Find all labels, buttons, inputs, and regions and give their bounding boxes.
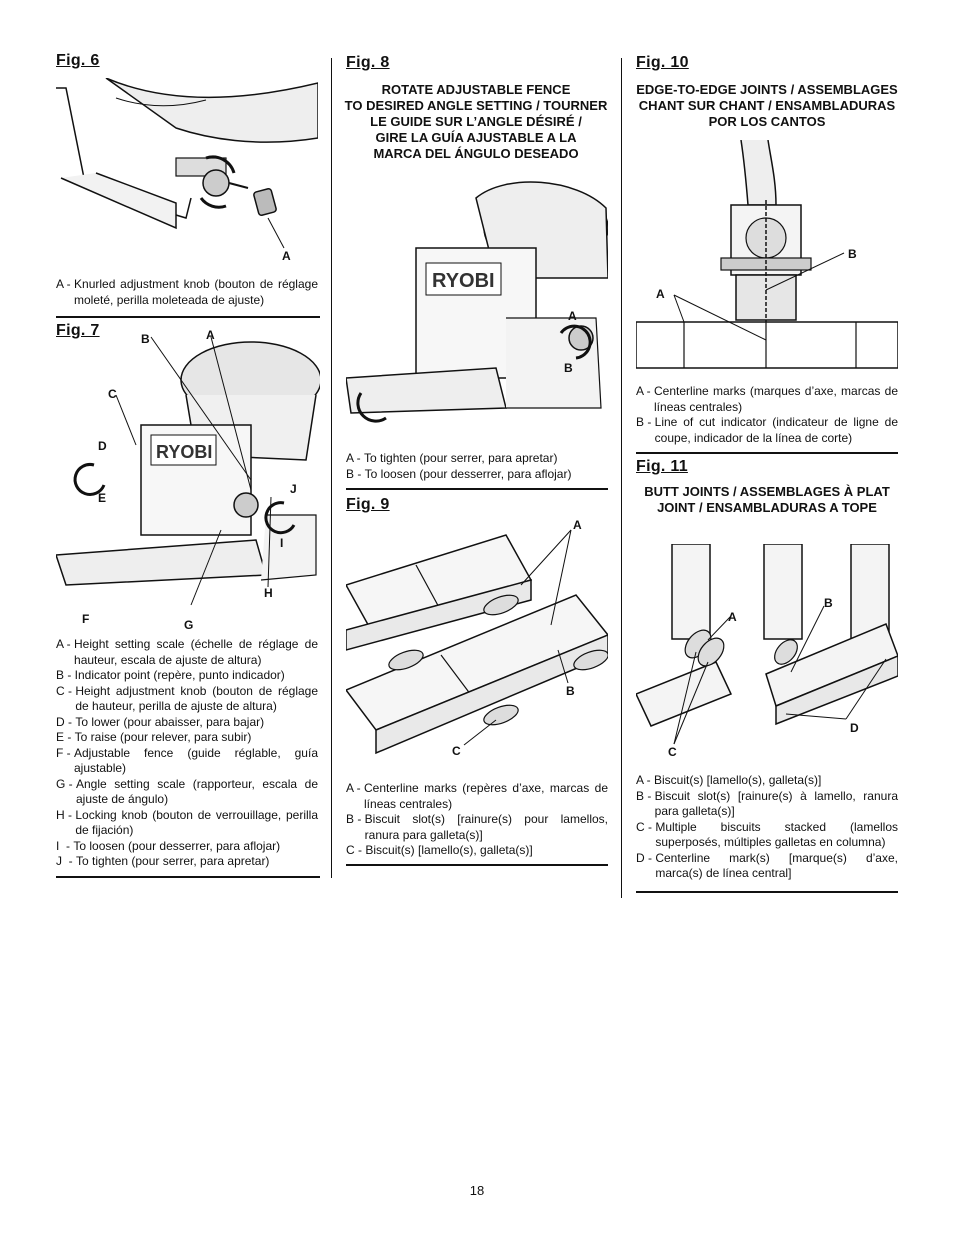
fig8-caption: ROTATE ADJUSTABLE FENCE TO DESIRED ANGLE… — [344, 82, 608, 161]
fig10-illustration: A B — [636, 140, 898, 370]
fig11-label-b: B — [824, 596, 833, 610]
fig11-caption: BUTT JOINTS / ASSEMBLAGES À PLAT JOINT /… — [644, 484, 890, 515]
fig7-label-f: F — [82, 612, 89, 626]
legend-item: A - To tighten (pour serrer, para apreta… — [346, 451, 558, 465]
legend-item: C - Height adjustment knob (bouton de ré… — [56, 683, 318, 714]
fig7-legend: A - Height setting scale (échelle de rég… — [56, 637, 318, 870]
fig6-illustration: A — [56, 78, 318, 268]
fig7-label-i: I — [280, 536, 283, 550]
divider — [636, 452, 898, 454]
fig10-title: Fig. 10 — [636, 54, 689, 71]
fig6-title: Fig. 6 — [56, 52, 100, 69]
legend-item: C - Multiple biscuits stacked (lamellos … — [636, 819, 898, 850]
butt-joint-drawing: A B C D — [636, 544, 898, 759]
legend-item: G - Angle setting scale (rapporteur, esc… — [56, 776, 318, 807]
fig7-title: Fig. 7 — [56, 322, 100, 339]
divider — [346, 488, 608, 490]
legend-item: C - Biscuit(s) [lamello(s), galleta(s)] — [346, 843, 533, 857]
fig7-label-d: D — [98, 439, 107, 453]
fig8-title: Fig. 8 — [346, 54, 390, 71]
legend-item: A - Centerline marks (marques d’axe, mar… — [636, 384, 898, 414]
brand-logo: RYOBI — [432, 270, 495, 292]
legend-item: F - Adjustable fence (guide réglable, gu… — [56, 745, 318, 776]
fig9-label-c: C — [452, 744, 461, 758]
fig7-label-a: A — [206, 328, 215, 342]
legend-item: B - Biscuit slot(s) [rainure(s) à lamell… — [636, 788, 898, 819]
legend-item: A - Centerline marks (repères d’axe, mar… — [346, 781, 608, 811]
fig9-title: Fig. 9 — [346, 496, 390, 513]
fig8-legend: A - To tighten (pour serrer, para apreta… — [346, 451, 608, 482]
fig10-label-a: A — [656, 287, 665, 301]
brand-logo: RYOBI — [156, 442, 212, 462]
legend-item: H - Locking knob (bouton de verrouillage… — [56, 807, 318, 838]
fig7-label-e: E — [98, 491, 106, 505]
fig11-illustration: A B C D — [636, 544, 898, 766]
column-separator — [331, 58, 332, 878]
fig9-label-a: A — [573, 518, 582, 532]
fig7-label-b: B — [141, 332, 150, 346]
fig11-title: Fig. 11 — [636, 458, 688, 475]
legend-item: B - Indicator point (repère, punto indic… — [56, 668, 285, 682]
fig11-label-c: C — [668, 745, 677, 759]
fig9-legend: A - Centerline marks (repères d’axe, mar… — [346, 781, 608, 859]
legend-item: E - To raise (pour relever, para subir) — [56, 730, 252, 744]
fig9-illustration: A B C — [346, 515, 608, 765]
legend-item: B - Line of cut indicator (indicateur de… — [636, 415, 898, 445]
fig10-label-b: B — [848, 247, 857, 261]
fig8-label-a: A — [568, 309, 577, 323]
divider — [636, 891, 898, 893]
page-number: 18 — [469, 1183, 485, 1198]
legend-item: A - Height setting scale (échelle de rég… — [56, 637, 318, 667]
legend-item: A - Biscuit(s) [lamello(s), galleta(s)] — [636, 773, 822, 787]
fig7-illustration: RYOBI B A C D E J I H F G — [56, 325, 320, 630]
legend-item: D - Centerline mark(s) [marque(s) d’axe,… — [636, 850, 898, 881]
fig11-label-d: D — [850, 721, 859, 735]
planer-fence-angle-drawing: RYOBI A B — [346, 181, 608, 423]
fig11-legend: A - Biscuit(s) [lamello(s), galleta(s)] … — [636, 773, 898, 882]
column-separator — [621, 58, 622, 898]
legend-item: A - Knurled adjustment knob (bouton de r… — [56, 277, 318, 307]
legend-item: D - To lower (pour abaisser, para bajar) — [56, 714, 265, 729]
divider — [56, 876, 320, 878]
fig7-label-c: C — [108, 387, 117, 401]
column-left: Fig. 6 — [56, 52, 320, 70]
legend-item: B - To loosen (pour desserrer, para aflo… — [346, 466, 572, 481]
divider — [56, 316, 320, 318]
planer-fence-drawing: RYOBI B A C D E J I H F G — [56, 328, 320, 630]
planer-knob-drawing: A — [56, 78, 318, 263]
fig10-caption: EDGE-TO-EDGE JOINTS / ASSEMBLAGES CHANT … — [636, 82, 898, 129]
fig6-label-a: A — [282, 249, 291, 263]
fig9-label-b: B — [566, 684, 575, 698]
fig7-label-h: H — [264, 586, 273, 600]
edge-joint-drawing: A B — [636, 140, 898, 369]
fig8-label-b: B — [564, 361, 573, 375]
wood-boards-drawing: A B C — [346, 518, 608, 758]
legend-item: I - To loosen (pour desserrer, para aflo… — [56, 838, 281, 853]
legend-item: B - Biscuit slot(s) [rainure(s) pour lam… — [346, 812, 608, 842]
fig7-label-g: G — [184, 618, 193, 630]
fig10-legend: A - Centerline marks (marques d’axe, mar… — [636, 384, 898, 446]
fig7-label-j: J — [290, 482, 297, 496]
fig6-legend: A - Knurled adjustment knob (bouton de r… — [56, 277, 318, 308]
fig11-label-a: A — [728, 610, 737, 624]
fig8-illustration: RYOBI A B — [346, 168, 608, 430]
divider — [346, 864, 608, 866]
legend-item: J - To tighten (pour serrer, para apreta… — [56, 854, 270, 868]
